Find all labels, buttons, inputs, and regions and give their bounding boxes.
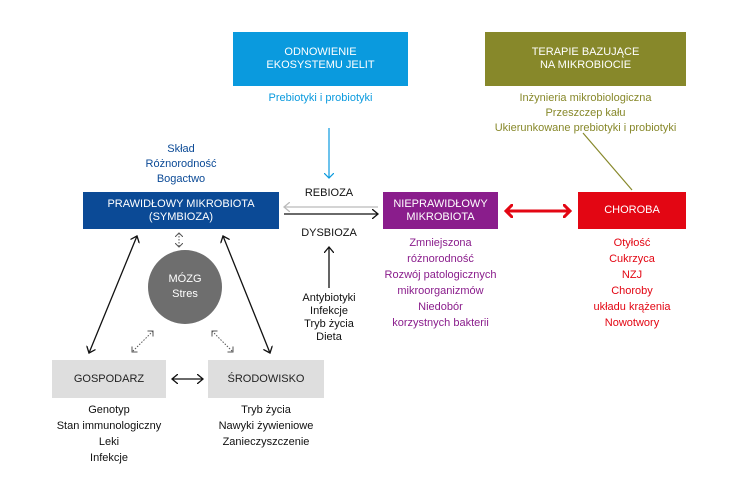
normal-attributes: Skład Różnorodność Bogactwo (131, 142, 231, 187)
stress-label: Stres (172, 288, 198, 300)
normal-title-line2: (SYMBIOZA) (148, 210, 214, 223)
restore-ecosystem-box: ODNOWIENIE EKOSYSTEMU JELIT (233, 32, 408, 86)
environment-item: Nawyki żywieniowe (218, 420, 314, 432)
host-item: Infekcje (90, 452, 128, 464)
host-title: GOSPODARZ (73, 372, 145, 385)
therapy-connector-line (582, 132, 633, 191)
cause-item: Infekcje (310, 305, 348, 317)
environment-items: Tryb życia Nawyki żywieniowe Zanieczyszc… (201, 402, 331, 450)
normal-microbiota-box: PRAWIDŁOWY MIKROBIOTA (SYMBIOZA) (83, 192, 279, 229)
therapy-item: Inżynieria mikrobiologiczna (519, 92, 652, 104)
dysbiosis-label: DYSBIOZA (301, 227, 357, 239)
feature-item: Rozwój patologicznych (384, 269, 497, 281)
therapies-items: Inżynieria mikrobiologiczna Przeszczep k… (465, 91, 706, 136)
disease-box: CHOROBA (578, 192, 686, 229)
abnormal-microbiota-box: NIEPRAWIDŁOWY MIKROBIOTA (383, 192, 498, 229)
abnormal-title-line1: NIEPRAWIDŁOWY (393, 197, 488, 210)
brain-circle: MÓZG Stres (148, 250, 222, 324)
disease-item: Otyłość (613, 237, 651, 249)
brain-label: MÓZG (168, 273, 202, 285)
feature-item: korzystnych bakterii (392, 317, 489, 329)
brain-environment-arrow (212, 331, 233, 352)
abnormal-features: Zmniejszona różnorodność Rozwój patologi… (380, 235, 501, 331)
normal-environment-arrow (223, 236, 270, 353)
disease-items: Otyłość Cukrzyca NZJ Choroby układu krąż… (578, 235, 686, 331)
host-box: GOSPODARZ (52, 360, 166, 398)
normal-title-line1: PRAWIDŁOWY MIKROBIOTA (107, 197, 255, 210)
disease-item: Cukrzyca (609, 253, 655, 265)
normal-host-arrow (89, 236, 137, 353)
disease-item: NZJ (621, 269, 643, 281)
feature-item: mikroorganizmów (397, 285, 484, 297)
microbiota-therapies-box: TERAPIE BAZUJĄCE NA MIKROBIOCIE (485, 32, 686, 86)
therapy-item: Przeszczep kału (545, 107, 626, 119)
dysbiosis-causes: Antybiotyki Infekcje Tryb życia Dieta (284, 292, 374, 344)
cause-item: Antybiotyki (302, 292, 356, 304)
therapy-item: Ukierunkowane prebiotyki i probiotyki (494, 122, 677, 134)
restore-title-line1: ODNOWIENIE (284, 46, 357, 58)
attribute-item: Bogactwo (156, 173, 206, 185)
brain-host-arrow (132, 331, 153, 352)
therapies-title-line2: NA MIKROBIOCIE (539, 59, 632, 71)
host-item: Genotyp (88, 404, 130, 416)
host-item: Leki (98, 436, 120, 448)
feature-item: Zmniejszona (409, 237, 472, 249)
environment-item: Zanieczyszczenie (222, 436, 310, 448)
host-item: Stan immunologiczny (56, 420, 162, 432)
therapies-title-line1: TERAPIE BAZUJĄCE (531, 46, 640, 58)
cause-item: Dieta (316, 331, 342, 343)
feature-item: różnorodność (407, 253, 474, 265)
restore-title-line2: EKOSYSTEMU JELIT (266, 59, 375, 71)
environment-item: Tryb życia (241, 404, 291, 416)
restore-item: Prebiotyki i probiotyki (268, 92, 373, 104)
host-items: Genotyp Stan immunologiczny Leki Infekcj… (39, 402, 179, 466)
disease-title: CHOROBA (604, 204, 660, 216)
attribute-item: Różnorodność (145, 158, 217, 170)
feature-item: Niedobór (418, 301, 463, 313)
attribute-item: Skład (167, 143, 195, 155)
cause-item: Tryb życia (304, 318, 354, 330)
disease-item: układu krążenia (593, 301, 671, 313)
restore-items: Prebiotyki i probiotyki (233, 91, 408, 106)
disease-item: Nowotwory (604, 317, 660, 329)
rebiosis-label: REBIOZA (304, 187, 354, 199)
abnormal-title-line2: MIKROBIOTA (406, 210, 475, 223)
environment-box: ŚRODOWISKO (208, 360, 324, 398)
disease-item: Choroby (611, 285, 653, 297)
environment-title: ŚRODOWISKO (227, 372, 305, 385)
